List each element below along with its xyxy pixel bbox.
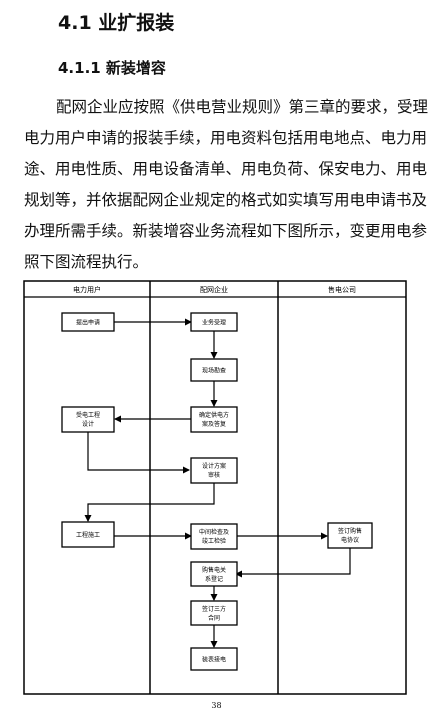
box-register-relation: 购售电关 系登记: [190, 561, 238, 587]
box-sign-sale-agreement: 签订购售 电协议: [327, 522, 373, 549]
svg-text:审核: 审核: [208, 471, 220, 479]
lane-title-retailer: 售电公司: [328, 285, 356, 294]
svg-text:装表接电: 装表接电: [202, 656, 226, 664]
box-meter-install: 装表接电: [190, 647, 238, 671]
page-number: 38: [211, 701, 222, 710]
paragraph-line: 电力用户申请的报装手续，用电资料包括用电地点、电力用: [24, 129, 428, 147]
svg-text:提出申请: 提出申请: [76, 319, 100, 327]
box-supply-plan: 确定供电方 案及答复: [190, 406, 238, 433]
swimlane-frame: [23, 280, 407, 695]
svg-text:业务受理: 业务受理: [202, 319, 226, 327]
svg-text:设计方案: 设计方案: [202, 462, 226, 470]
svg-text:合同: 合同: [208, 614, 220, 622]
subsection-heading: 4.1.1 新装增容: [58, 59, 166, 77]
body-paragraph: 配网企业应按照《供电营业规则》第三章的要求，受理 电力用户申请的报装手续，用电资…: [24, 92, 433, 278]
box-inspection: 中间检查及 竣工检验: [190, 523, 238, 550]
lane-title-grid: 配网企业: [200, 285, 228, 294]
svg-text:确定供电方: 确定供电方: [199, 411, 229, 419]
svg-text:系登记: 系登记: [205, 575, 223, 583]
svg-text:工程施工: 工程施工: [76, 531, 100, 539]
svg-text:案及答复: 案及答复: [202, 420, 226, 428]
paragraph-line: 途、用电性质、用电设备清单、用电负荷、保安电力、用电: [24, 160, 428, 178]
paragraph-line: 配网企业应按照《供电营业规则》第三章的要求，受理: [56, 98, 429, 116]
svg-text:电协议: 电协议: [341, 536, 359, 544]
box-business-acceptance: 业务受理: [190, 312, 238, 332]
lane-title-user: 电力用户: [73, 285, 101, 294]
box-construction: 工程施工: [61, 521, 115, 548]
paragraph-line: 照下图流程执行。: [24, 253, 149, 271]
box-sign-three-party: 签订三方 合同: [190, 600, 238, 626]
svg-text:签订购售: 签订购售: [338, 527, 362, 535]
paragraph-line: 办理所需手续。新装增容业务流程如下图所示，变更用电参: [24, 222, 428, 240]
box-engineering-design: 受电工程 设计: [61, 406, 115, 433]
svg-text:签订三方: 签订三方: [202, 605, 226, 613]
svg-text:购售电关: 购售电关: [202, 566, 226, 574]
box-site-survey: 现场勘查: [190, 358, 238, 382]
svg-text:现场勘查: 现场勘查: [202, 367, 226, 375]
box-submit-application: 提出申请: [61, 312, 115, 332]
paragraph-line: 规划等，并依据配网企业规定的格式如实填写用电申请书及: [24, 191, 428, 209]
flow-connectors: [84, 318, 351, 648]
box-design-review: 设计方案 审核: [190, 457, 238, 484]
section-heading: 4.1 业扩报装: [58, 12, 175, 34]
svg-text:竣工检验: 竣工检验: [202, 537, 226, 545]
svg-text:受电工程: 受电工程: [76, 411, 100, 419]
svg-text:设计: 设计: [82, 420, 94, 428]
svg-text:中间检查及: 中间检查及: [199, 528, 229, 536]
